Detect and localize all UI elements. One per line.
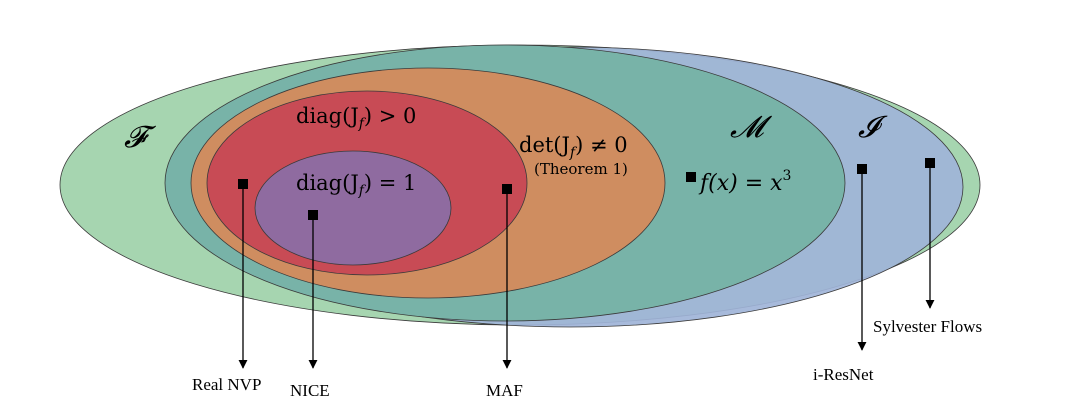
nice-label: NICE bbox=[290, 381, 330, 400]
diag-one-tail: ) = 1 bbox=[364, 171, 417, 195]
nice-point bbox=[308, 210, 318, 220]
diag-positive-tail: ) > 0 bbox=[364, 104, 417, 128]
i-resnet-point bbox=[857, 164, 867, 174]
diag-positive-condition: diag(Jf) > 0 bbox=[296, 104, 416, 132]
diag-one-sub: f bbox=[358, 183, 367, 199]
det-head: det(J bbox=[519, 133, 570, 157]
det-tail: ) ≠ 0 bbox=[575, 133, 628, 157]
maf-label: MAF bbox=[486, 381, 523, 400]
diag-one-condition: diag(Jf) = 1 bbox=[296, 171, 416, 199]
sylvester-label: Sylvester Flows bbox=[873, 317, 982, 336]
cubic-function-text: f(x) = x bbox=[698, 171, 783, 196]
det-condition: det(Jf) ≠ 0 bbox=[519, 133, 628, 161]
cubic-function-label: f(x) = x3 bbox=[698, 168, 791, 196]
cubic-function-exponent: 3 bbox=[783, 168, 792, 184]
set-diag-one-ellipse bbox=[254, 150, 452, 266]
real-nvp-label: Real NVP bbox=[192, 375, 261, 394]
real-nvp-point bbox=[238, 179, 248, 189]
det-sub: f bbox=[569, 145, 578, 161]
cubic-function-point bbox=[686, 172, 696, 182]
diag-positive-head: diag(J bbox=[296, 104, 359, 128]
diag-one-head: diag(J bbox=[296, 171, 359, 195]
diag-positive-sub: f bbox=[358, 116, 367, 132]
det-theorem-note: (Theorem 1) bbox=[534, 160, 628, 178]
maf-point bbox=[502, 184, 512, 194]
sylvester-point bbox=[925, 158, 935, 168]
i-resnet-label: i-ResNet bbox=[813, 365, 874, 384]
